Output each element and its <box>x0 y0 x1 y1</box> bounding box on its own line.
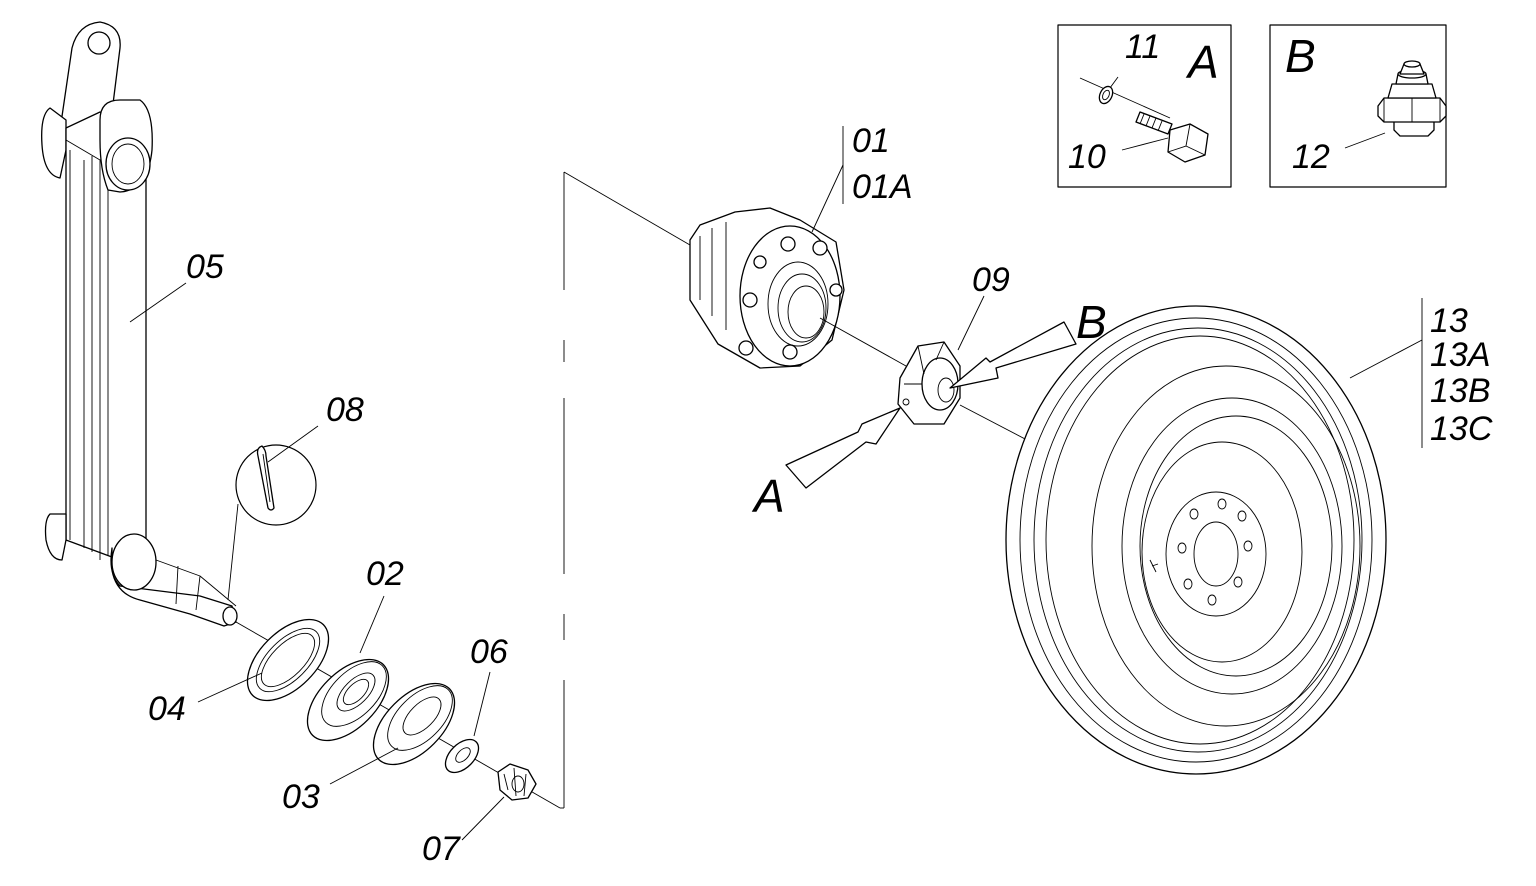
bolt-10 <box>1135 111 1209 163</box>
label-04: 04 <box>148 690 186 728</box>
wheel-hub-01 <box>689 207 845 369</box>
label-07: 07 <box>422 830 461 868</box>
washer-11 <box>1098 85 1114 105</box>
label-13c: 13C <box>1430 410 1493 448</box>
detail-box-b: B 12 <box>1269 24 1447 188</box>
label-13b: 13B <box>1430 372 1491 410</box>
cotter-pin-08 <box>227 425 319 601</box>
seal-ring-04 <box>246 618 330 702</box>
wheel-13 <box>1005 305 1387 775</box>
label-05: 05 <box>186 248 224 286</box>
label-08: 08 <box>326 391 364 429</box>
label-13a: 13A <box>1430 336 1491 374</box>
label-11: 11 <box>1125 28 1160 66</box>
hub-cap-09 <box>897 341 961 425</box>
callout-arrow-a <box>785 407 901 489</box>
callout-arrow-b <box>949 321 1077 389</box>
detail-box-a-letter: A <box>1185 36 1219 88</box>
detail-box-a: A 11 10 <box>1057 24 1232 188</box>
washer-06 <box>444 738 480 774</box>
label-02: 02 <box>366 555 404 593</box>
callout-letter-a: A <box>751 470 785 522</box>
label-06: 06 <box>470 633 508 671</box>
label-03: 03 <box>282 778 320 816</box>
label-13: 13 <box>1430 302 1468 340</box>
hub-studs <box>738 236 843 360</box>
castle-nut-07 <box>497 763 537 801</box>
bearing-03 <box>372 682 456 766</box>
label-12: 12 <box>1292 138 1330 176</box>
centerline-bracket <box>563 171 691 808</box>
spindle-arm-05 <box>41 21 238 627</box>
wheel-bolt-holes <box>1177 498 1253 606</box>
label-01: 01 <box>852 122 890 160</box>
detail-box-b-letter: B <box>1285 30 1316 82</box>
label-01a: 01A <box>852 168 913 206</box>
grease-nipple-12 <box>1377 60 1447 137</box>
label-10: 10 <box>1068 138 1106 176</box>
label-09: 09 <box>972 261 1010 299</box>
bearing-02 <box>306 658 390 742</box>
